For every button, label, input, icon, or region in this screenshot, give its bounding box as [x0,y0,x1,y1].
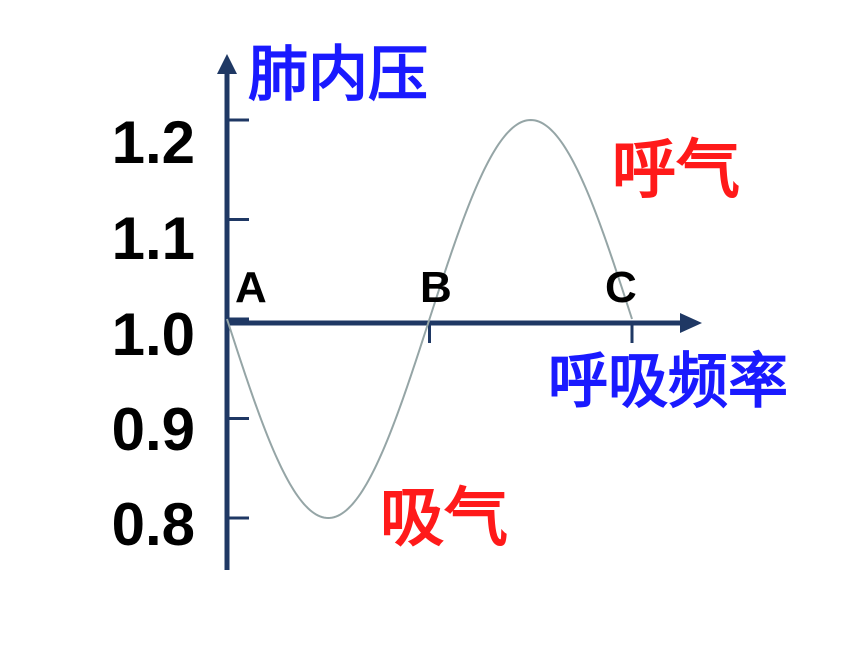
y-axis-arrow [217,54,237,74]
pressure-curve [226,118,633,520]
x-ticks [428,323,634,343]
y-tick-label: 1.1 [112,205,195,272]
y-tick-label: 1.2 [112,109,195,176]
point-label-a: A [235,263,267,312]
y-ticks [227,118,249,520]
point-label-b: B [420,263,452,312]
point-label-c: C [605,263,637,312]
x-axis-title: 呼吸频率 [548,347,788,417]
y-tick-label: 1.0 [112,301,195,368]
x-axis-arrow [680,313,702,333]
inhale-annotation: 吸气 [380,482,508,556]
y-tick-label: 0.9 [112,396,195,463]
y-axis-title: 肺内压 [248,40,428,110]
exhale-annotation: 呼气 [612,134,740,208]
y-tick-label: 0.8 [112,491,195,558]
